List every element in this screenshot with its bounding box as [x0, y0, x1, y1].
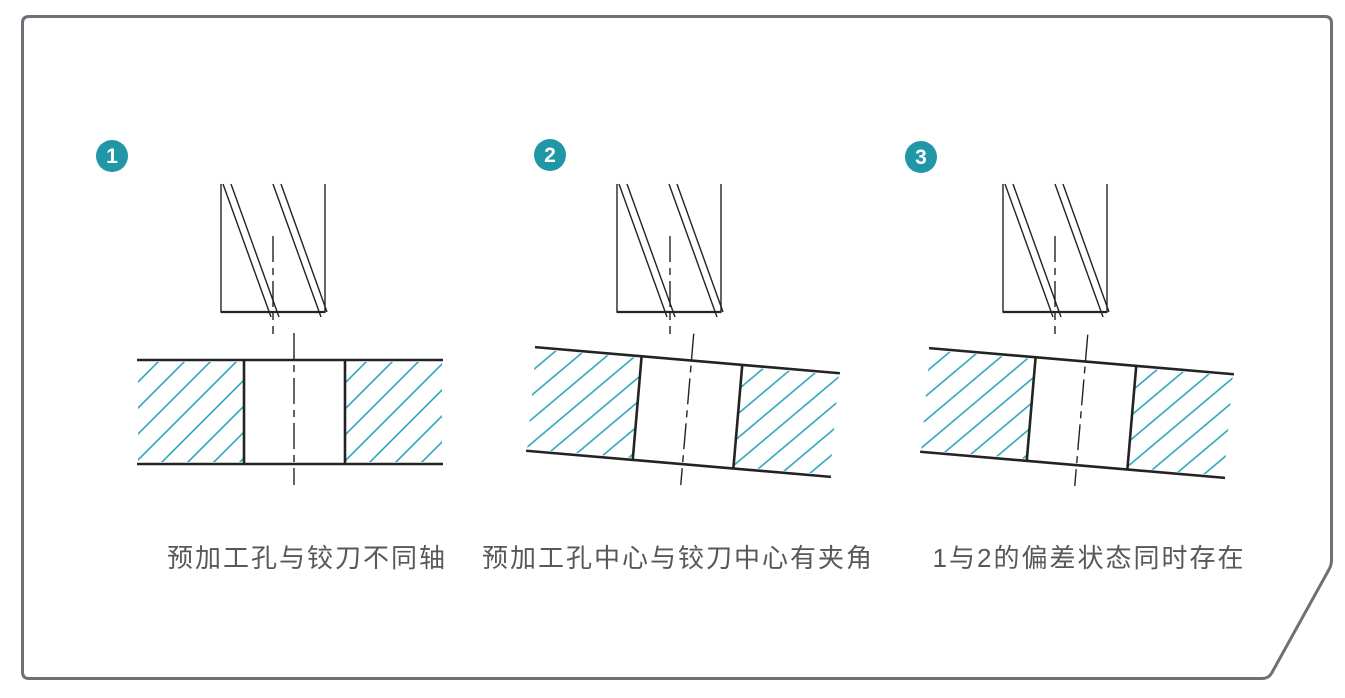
- page-border: [21, 15, 1333, 680]
- panel-3-number-badge: 3: [905, 141, 937, 173]
- panel-3-caption: 1与2的偏差状态同时存在: [932, 543, 1246, 573]
- panel-2-drawing: [523, 182, 844, 500]
- panel-3-workpiece: [917, 319, 1238, 501]
- panel-3-drawing: [917, 182, 1238, 501]
- panel-2-workpiece: [523, 318, 844, 500]
- panel-1-workpiece: [135, 331, 445, 487]
- panel-1-reamer: [219, 182, 329, 319]
- panel-1-number: 1: [106, 144, 118, 168]
- panel-2-number-badge: 2: [534, 139, 566, 171]
- panel-3-number: 3: [915, 145, 927, 169]
- panel-2-caption: 预加工孔中心与铰刀中心有夹角: [481, 543, 875, 573]
- panel-1-number-badge: 1: [96, 140, 128, 172]
- panel-3-reamer: [1001, 182, 1111, 319]
- panel-1-drawing: [135, 182, 445, 487]
- panel-1-caption: 预加工孔与铰刀不同轴: [166, 543, 448, 573]
- panel-2-number: 2: [544, 143, 556, 167]
